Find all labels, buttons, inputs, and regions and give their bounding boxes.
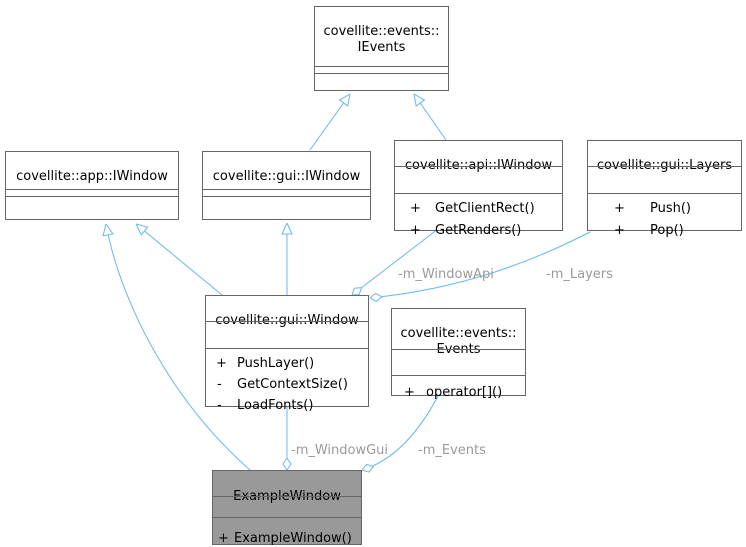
method-visibility: + — [404, 385, 415, 400]
edge-label-layers: -m_Layers — [546, 267, 613, 282]
class-example-window-attr-sep — [213, 496, 361, 497]
class-ievents-title-1: covellite::events:: — [323, 24, 440, 39]
edge-label-window-gui: -m_WindowGui — [291, 443, 389, 458]
class-events[interactable]: covellite::events:: Events + operator[](… — [391, 308, 526, 400]
edge-ievents-to-gui-iwindow — [309, 94, 350, 151]
class-gui-layers-method-sep — [588, 193, 741, 194]
class-api-iwindow[interactable]: covellite::api::IWindow + GetClientRect(… — [394, 140, 563, 238]
edge-app-iwindow-to-gui-window — [136, 224, 223, 296]
edge-ievents-to-api-iwindow — [414, 94, 447, 141]
edge-layers — [370, 231, 591, 298]
class-gui-iwindow-method-sep — [203, 196, 370, 197]
method-push: Push() — [650, 201, 692, 216]
method-get-context-size: GetContextSize() — [237, 377, 348, 392]
edge-label-window-api: -m_WindowApi — [398, 267, 494, 282]
class-example-window[interactable]: ExampleWindow + ExampleWindow() — [212, 470, 362, 546]
class-gui-window-attr-sep — [206, 321, 368, 322]
method-pop: Pop() — [650, 223, 684, 238]
class-api-iwindow-title: covellite::api::IWindow — [404, 158, 553, 173]
method-get-renders: GetRenders() — [435, 223, 522, 238]
method-visibility: + — [410, 201, 421, 216]
edge-app-iwindow-to-example — [106, 224, 251, 471]
class-api-iwindow-method-sep — [395, 193, 562, 194]
class-api-iwindow-attr-sep — [395, 166, 562, 167]
edge-events — [362, 395, 439, 470]
class-app-iwindow-method-sep — [6, 196, 178, 197]
class-gui-iwindow[interactable]: covellite::gui::IWindow — [202, 151, 371, 220]
method-operator-index: operator[]() — [426, 385, 503, 400]
class-gui-window-title: covellite::gui::Window — [215, 313, 359, 328]
method-visibility: + — [216, 356, 227, 371]
edge-window-api — [352, 228, 439, 295]
class-example-window-method-sep — [213, 517, 361, 518]
method-visibility: + — [614, 223, 625, 238]
method-example-window: ExampleWindow() — [234, 531, 352, 546]
class-app-iwindow[interactable]: covellite::app::IWindow — [5, 151, 179, 220]
class-gui-iwindow-attr-sep — [203, 189, 370, 190]
method-visibility: + — [614, 201, 625, 216]
method-visibility: + — [410, 223, 421, 238]
class-gui-layers[interactable]: covellite::gui::Layers + Push() + Pop() — [587, 140, 742, 238]
class-example-window-title: ExampleWindow — [233, 489, 341, 504]
class-gui-layers-title: covellite::gui::Layers — [596, 158, 733, 173]
class-gui-window[interactable]: covellite::gui::Window + PushLayer() - G… — [205, 295, 369, 413]
method-visibility: - — [217, 398, 222, 413]
method-visibility: + — [218, 531, 229, 546]
edge-label-events: -m_Events — [418, 443, 486, 458]
class-gui-window-method-sep — [206, 348, 368, 349]
class-events-attr-sep — [392, 349, 525, 350]
class-app-iwindow-title: covellite::app::IWindow — [16, 169, 168, 184]
class-app-iwindow-attr-sep — [6, 189, 178, 190]
method-push-layer: PushLayer() — [237, 356, 315, 371]
class-ievents[interactable]: covellite::events:: IEvents — [314, 6, 449, 91]
class-events-title-2: Events — [436, 342, 481, 357]
method-get-client-rect: GetClientRect() — [435, 201, 535, 216]
class-ievents-title-2: IEvents — [357, 40, 406, 55]
method-visibility: - — [217, 377, 222, 392]
class-ievents-attr-sep — [315, 66, 448, 67]
class-events-title-1: covellite::events:: — [400, 326, 517, 341]
method-load-fonts: LoadFonts() — [237, 398, 314, 413]
class-events-method-sep — [392, 375, 525, 376]
class-gui-iwindow-title: covellite::gui::IWindow — [212, 169, 361, 184]
class-ievents-method-sep — [315, 73, 448, 74]
class-gui-layers-attr-sep — [588, 166, 741, 167]
